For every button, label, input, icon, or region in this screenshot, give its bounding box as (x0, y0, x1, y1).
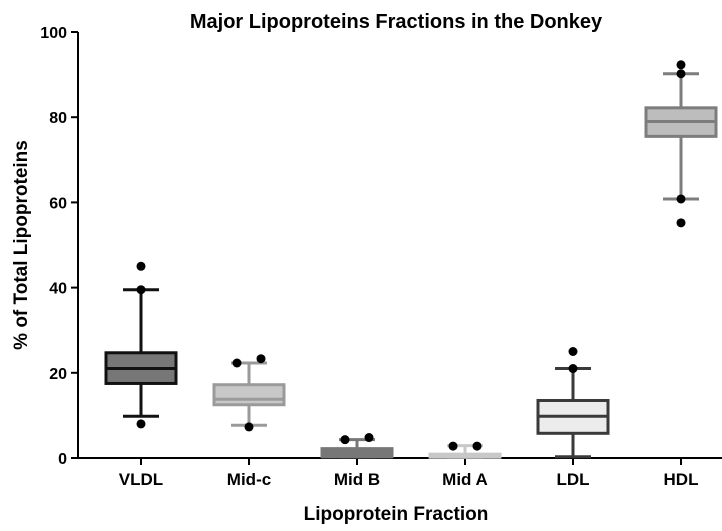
outlier-point (136, 419, 146, 429)
y-tick-label: 0 (58, 451, 67, 468)
outlier-point (676, 60, 686, 70)
y-tick-label: 80 (49, 110, 67, 127)
box-mid-a (428, 441, 502, 459)
box-mid-c (212, 354, 286, 432)
outlier-point (448, 441, 458, 451)
x-tick-label: Mid-c (227, 470, 271, 489)
box-ldl (536, 347, 610, 459)
y-tick-label: 20 (49, 366, 67, 383)
box-iqr (212, 383, 286, 407)
x-tick-label: VLDL (119, 470, 163, 489)
x-axis-title: Lipoprotein Fraction (304, 504, 489, 525)
outlier-point (676, 194, 686, 204)
outlier-point (568, 347, 578, 356)
outlier-point (364, 433, 374, 443)
outlier-point (676, 69, 686, 79)
outlier-point (244, 422, 254, 432)
x-tick-label: Mid A (442, 470, 488, 489)
x-tick-label: LDL (556, 470, 589, 489)
chart-title: Major Lipoproteins Fractions in the Donk… (190, 11, 603, 33)
outlier-point (136, 285, 146, 295)
outlier-point (232, 358, 242, 368)
outlier-point (568, 364, 578, 374)
outlier-point (136, 261, 146, 271)
plot-marks (104, 60, 718, 459)
outlier-point (340, 435, 350, 445)
x-tick-label: Mid B (334, 470, 380, 489)
outlier-point (676, 218, 686, 228)
y-tick-label: 100 (40, 25, 67, 42)
y-tick-label: 60 (49, 195, 67, 212)
y-tick-label: 40 (49, 281, 67, 298)
y-axis-title: % of Total Lipoproteins (11, 140, 32, 350)
x-tick-label: HDL (664, 470, 699, 489)
box-mid-b (320, 433, 394, 459)
outlier-point (472, 441, 482, 451)
outlier-point (256, 354, 266, 364)
box-vldl (104, 261, 178, 429)
box-hdl (644, 60, 718, 228)
